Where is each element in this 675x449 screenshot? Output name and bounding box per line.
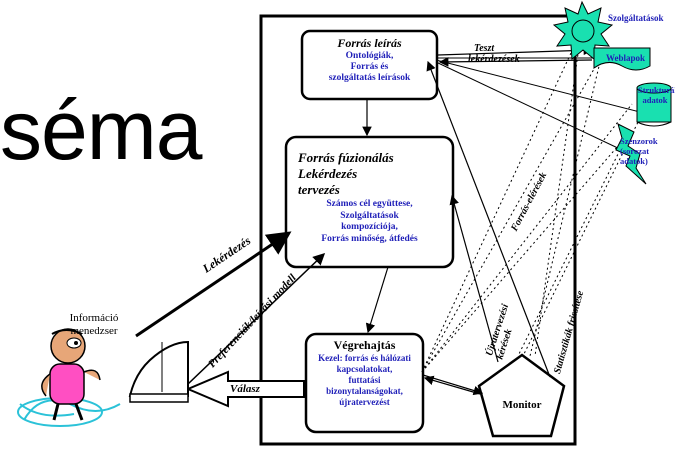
fusion-body-line: Számos cél együttese,: [326, 199, 413, 209]
monitor-pentagon: [477, 353, 566, 438]
link-desc-to-structured: [435, 59, 641, 113]
arrow-fusion-to-exec: [365, 266, 389, 334]
user-label-line: menedzser: [70, 325, 118, 337]
structured-data-line: Strukturált: [638, 85, 675, 95]
user-desk-base: [129, 393, 189, 403]
arrow-monitor-to-fusion: [449, 194, 499, 363]
fusion-body-line: kompozíciója,: [341, 222, 398, 232]
arrow-preference-model: [187, 252, 326, 385]
user-desk-shape: [128, 340, 189, 397]
execution-body-line: futtatási: [348, 375, 381, 385]
slide-title-fragment: séma: [0, 83, 202, 177]
monitor-label: Monitor: [502, 399, 542, 411]
structured-data-cylinder-icon: [636, 82, 672, 127]
fusion-body-line: Forrás minőség, átfedés: [321, 233, 418, 244]
arrow-monitor-to-desc: [426, 60, 551, 378]
fusion-body: Számos cél együttese, Szolgáltatások kom…: [286, 199, 453, 245]
answer-label: Válasz: [230, 383, 260, 395]
structured-data-line: adatok: [642, 95, 668, 105]
link-desc-to-sensors: [435, 61, 623, 151]
fusion-title-line: Lekérdezés: [298, 166, 358, 181]
arrow-monitor-to-exec: [423, 375, 481, 395]
fusion-title-line: tervezés: [298, 182, 340, 197]
system-frame: [259, 14, 577, 446]
structured-data-label: Strukturált adatok: [638, 85, 675, 105]
services-sun-icon: [552, 0, 614, 60]
stats-line-4: [534, 39, 581, 357]
source-description-body: Ontológiák, Forrás és szolgáltatás leírá…: [302, 51, 437, 84]
arrow-test-queries-out: [437, 45, 594, 56]
source-description-line: Ontológiák,: [345, 51, 394, 61]
sensors-label: Szenzorok (sorozat adatok): [620, 136, 658, 166]
access-line-structured: [421, 103, 633, 373]
stats-line-3: [529, 61, 601, 357]
webpages-icon: [593, 47, 651, 71]
sensors-lightning-icon: [615, 123, 647, 185]
source-description-line: Forrás és: [350, 62, 389, 72]
execution-body-line: Kezel: forrás és hálózati: [318, 353, 411, 363]
arrow-exec-to-monitor: [422, 374, 484, 396]
user-label: Információ menedzser: [44, 312, 144, 338]
execution-box: [304, 332, 425, 434]
source-description-title: Forrás leírás: [337, 36, 402, 50]
arrow-test-queries-in: [438, 57, 593, 67]
fusion-body-line: Szolgáltatások: [340, 210, 399, 221]
user-figure-icon: [17, 328, 121, 427]
execution-body: Kezel: forrás és hálózati kapcsolatokat,…: [306, 353, 423, 408]
test-queries-line: Teszt: [474, 43, 495, 54]
execution-body-line: bizonytalanságokat,: [326, 386, 403, 396]
services-label: Szolgáltatások: [608, 13, 664, 23]
test-queries-label: Teszt lekérdezések: [468, 43, 520, 65]
sensors-line: Szenzorok: [620, 136, 658, 146]
execution-body-line: kapcsolatokat,: [336, 364, 393, 374]
source-description-box: [300, 29, 439, 101]
stats-line-2: [517, 149, 621, 357]
sensors-line: (sorozat: [620, 146, 650, 156]
arrow-query: [135, 231, 292, 338]
fusion-title: Forrás fúzionálás Lekérdezés tervezés: [292, 150, 458, 198]
source-description-line: szolgáltatás leírások: [328, 73, 411, 83]
access-line-services: [421, 37, 579, 373]
answer-hollow-arrow: [185, 370, 305, 408]
webpages-label: Weblapok: [606, 53, 646, 63]
user-label-line: Információ: [69, 312, 119, 324]
execution-body-line: újratervezést: [339, 397, 390, 407]
stats-line-1: [522, 117, 641, 357]
test-queries-line: lekérdezések: [468, 54, 520, 65]
fusion-title-line: Forrás fúzionálás: [298, 150, 394, 165]
execution-title: Végrehajtás: [333, 338, 396, 352]
sensors-line: adatok): [620, 156, 648, 166]
